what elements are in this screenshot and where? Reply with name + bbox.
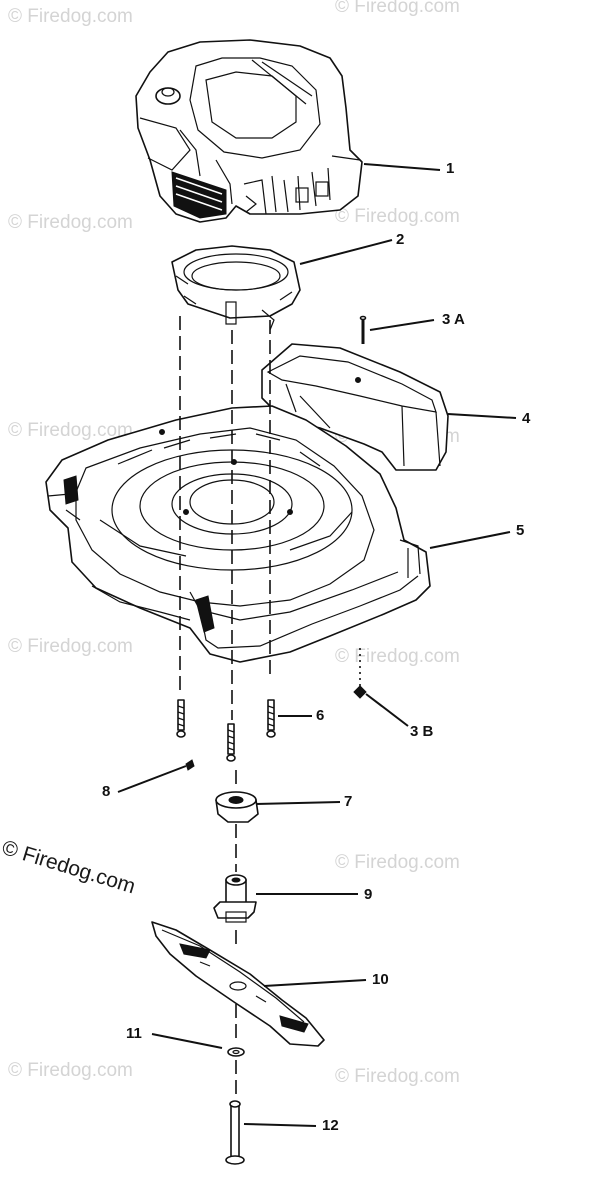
callout-8: 8 <box>102 783 111 800</box>
watermark: © Firedog.com <box>335 0 460 17</box>
callout-7: 7 <box>344 793 353 810</box>
pin-3a-part <box>359 315 367 344</box>
watermark: © Firedog.com <box>8 420 133 441</box>
leader-lines <box>117 163 517 1127</box>
watermark: © Firedog.com <box>335 852 460 873</box>
watermark: © Firedog.com <box>335 206 460 227</box>
callout-5: 5 <box>516 522 525 539</box>
callout-6: 6 <box>316 707 325 724</box>
blade-bolt-part <box>225 1100 245 1165</box>
watermark: © Firedog.com <box>8 6 133 27</box>
callout-11: 11 <box>126 1025 142 1042</box>
alignment-lines <box>179 316 361 1096</box>
callout-12: 12 <box>322 1117 339 1134</box>
washer-part <box>227 1047 245 1057</box>
callout-1: 1 <box>446 160 455 177</box>
bolt-part <box>176 699 276 762</box>
blade-part <box>151 921 325 1047</box>
ring-part <box>171 245 301 331</box>
callout-2: 2 <box>396 231 405 248</box>
watermark: © Firedog.com <box>8 212 133 233</box>
watermark: © Firedog.com <box>335 1066 460 1087</box>
watermark: © Firedog.com <box>8 636 133 657</box>
watermark: © Firedog.com <box>8 1060 133 1081</box>
callout-3a: 3 A <box>442 311 465 328</box>
blade-adapter-part <box>213 874 257 923</box>
key-part <box>185 759 195 771</box>
callout-4: 4 <box>522 410 531 427</box>
callout-9: 9 <box>364 886 373 903</box>
watermark: © Firedog.com <box>335 646 460 667</box>
callout-10: 10 <box>372 971 389 988</box>
callout-3b: 3 B <box>410 723 434 740</box>
screw-3b-part <box>353 685 367 699</box>
adapter-part <box>215 791 259 823</box>
engine-part <box>135 39 363 223</box>
